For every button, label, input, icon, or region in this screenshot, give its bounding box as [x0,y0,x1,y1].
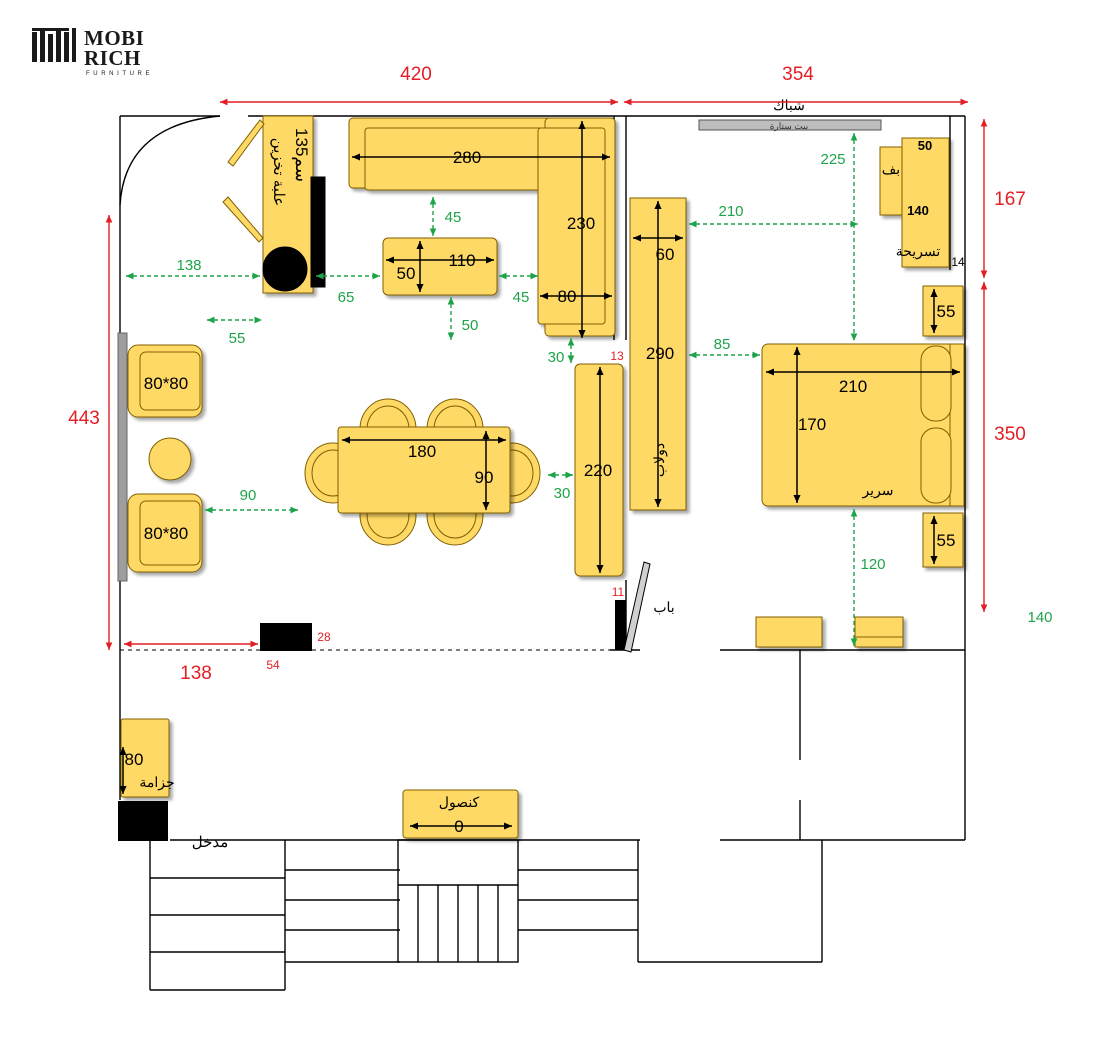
bed [761,343,965,507]
brand-line2: RICH [84,46,141,70]
dim-bottom-offset: 138 [180,663,212,684]
door-label: باب [653,599,674,615]
dim-console-length: 0 [454,817,463,836]
dresser-texts: 50 140 [907,138,932,218]
nightstand-top [922,285,964,337]
clearance-lines [126,133,858,646]
clr-table-to-sofa: 45 [513,289,530,306]
clr-sofa-to-sideboard: 30 [548,349,565,366]
dim-coffee-table-depth: 50 [397,264,416,283]
side-table [148,437,192,481]
brand-tagline: FURNITURE [86,71,154,77]
furniture-dimension-arrows [119,121,960,830]
door-jamb [615,600,626,650]
pouf [879,146,903,216]
bed-label: سرير [861,482,893,499]
dim-wardrobe-length: 290 [646,344,674,363]
clr-window-to-bed: 225 [820,151,845,168]
clearance-texts: 45 138 65 45 50 55 90 30 30 210 225 85 1… [176,151,885,573]
curtain-rail [698,119,882,131]
l-sofa [348,117,616,337]
dim-dining-table-width: 90 [475,468,494,487]
armchair-bottom [127,493,203,573]
brand-logo: MOBI RICH FURNITURE [30,26,160,80]
storage-bench-lid-bottom [222,196,264,243]
dim-right-upper-height: 167 [994,189,1026,210]
storage-bench-size: 135سم [291,128,311,182]
dim-shoe-cabinet-length: 80 [125,750,144,769]
dim-nightstand-bottom: 55 [937,531,956,550]
dim-armchair-bottom: 80*80 [144,524,188,543]
dim-door-gap-upper: 13 [610,349,624,363]
dim-bed-length: 170 [798,415,826,434]
column-block [260,623,312,651]
dim-top-left-width: 420 [400,64,432,85]
brand-mark-icon [32,28,76,62]
coffee-table [382,237,498,296]
brand-line1: MOBI [84,26,145,50]
dim-armchair-top: 80*80 [144,374,188,393]
clr-wardrobe-to-wall: 210 [718,203,743,220]
dim-left-height: 443 [68,408,100,429]
clr-dining-to-sideboard: 30 [554,485,571,502]
dim-dresser-top: 50 [918,138,932,153]
curtain-label: بيت ستارة [770,121,809,132]
clr-dining-to-armchair: 90 [240,487,257,504]
storage-bench-label: علبة تخزين [270,138,287,206]
dim-door-gap-lower: 11 [612,585,625,599]
dim-right-bottom-note: 140 [1027,609,1052,626]
dim-sofa-length: 280 [453,148,481,167]
dim-coffee-table-width: 110 [448,251,475,270]
dim-wardrobe-depth: 60 [656,245,675,264]
clr-bench-to-wall: 138 [176,257,201,274]
clr-bed-to-wall: 120 [860,556,885,573]
entrance-label: مدخل [192,834,229,851]
clr-armchair-gap: 55 [229,330,246,347]
round-pouf-black [262,246,308,292]
wardrobe-label: دولاب [651,443,668,477]
room-labels: دولاب سرير تسريحة بف جزامة كنصول علبة تخ… [139,128,940,811]
furniture-dimension-texts: 280 230 80 110 50 80*80 80*80 180 90 220… [125,148,956,836]
clr-bench-to-table: 65 [338,289,355,306]
console-label: كنصول [439,794,480,811]
dim-top-right-width: 354 [782,64,814,85]
pouf-label: بف [882,161,900,177]
overall-dimension-lines [105,98,988,650]
entrance-block [118,801,168,841]
dim-bed-width: 210 [839,377,867,396]
clr-wardrobe-to-bed: 85 [714,336,731,353]
overall-dimension-texts: 420 354 443 167 350 138 [68,64,1026,684]
shoe-cabinet-label: جزامة [139,774,174,791]
storage-bench-lid-top [227,119,265,167]
living-wall-panel [117,332,128,582]
dim-window-gap: 14 [951,255,965,269]
dining-table [337,426,511,514]
dim-block-depth: 28 [317,630,331,644]
armchair-top [127,344,203,418]
small-red-texts: 28 54 13 11 [266,349,624,672]
dim-dining-table-length: 180 [408,442,436,461]
dim-sideboard-length: 220 [584,461,612,480]
dresser-label: تسريحة [896,243,941,260]
bedroom-box-left [755,616,823,648]
dim-right-lower-height: 350 [994,424,1026,445]
dresser [901,137,950,268]
dim-nightstand-top: 55 [937,302,956,321]
furniture [120,115,965,839]
dim-sofa-return: 230 [567,214,595,233]
bedroom-box-right [854,616,904,648]
dim-sofa-depth: 80 [558,287,577,306]
storage-bench-back [310,176,326,288]
nightstand-bottom [922,512,964,568]
window-label: شباك [773,97,805,113]
clr-table-below: 50 [462,317,479,334]
dim-dresser-length: 140 [907,203,929,218]
clr-sofa-to-table: 45 [445,209,462,226]
door-leaf [623,561,651,653]
dim-block-width: 54 [266,658,280,672]
